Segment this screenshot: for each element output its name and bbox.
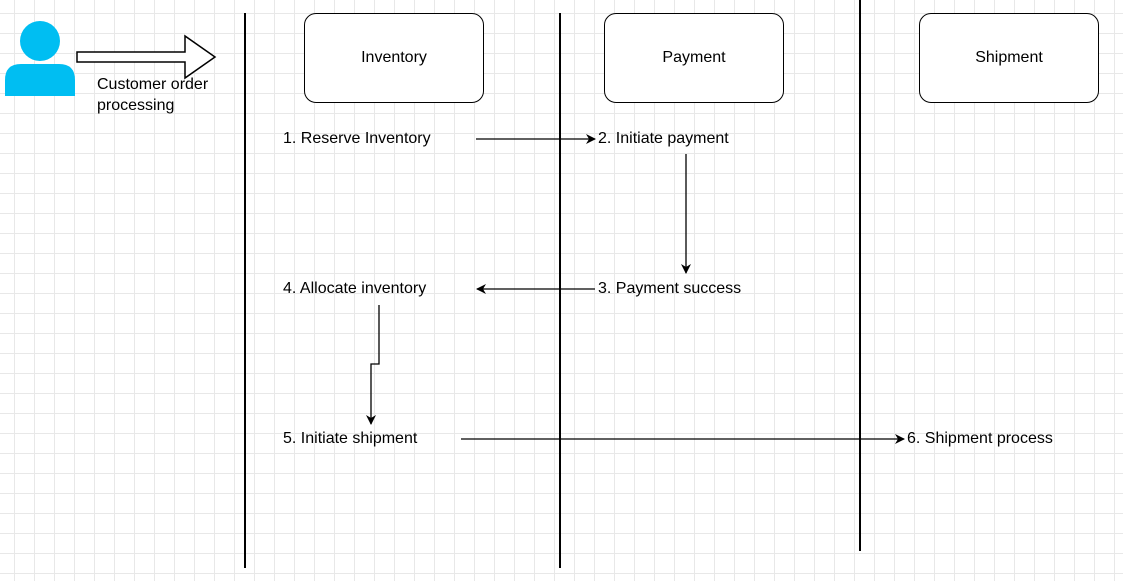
step-payment-success[interactable]: 3. Payment success <box>598 280 742 297</box>
lane-shipment[interactable]: Shipment <box>919 13 1099 103</box>
step-allocate-inventory[interactable]: 4. Allocate inventory <box>283 280 427 297</box>
lane-inventory-label: Inventory <box>361 49 427 66</box>
lane-payment[interactable]: Payment <box>604 13 784 103</box>
user-icon <box>5 21 75 96</box>
step-shipment-process[interactable]: 6. Shipment process <box>907 430 1053 447</box>
actor-label: Customer order processing <box>97 76 209 114</box>
lane-inventory[interactable]: Inventory <box>304 13 484 103</box>
lane-payment-label: Payment <box>662 49 726 66</box>
lane-shipment-label: Shipment <box>975 49 1043 66</box>
flow-start-arrow-icon <box>76 34 217 80</box>
step-reserve-inventory[interactable]: 1. Reserve Inventory <box>283 130 431 147</box>
step-initiate-payment[interactable]: 2. Initiate payment <box>598 130 729 147</box>
step-initiate-shipment[interactable]: 5. Initiate shipment <box>283 430 418 447</box>
edge-s4-s5 <box>366 305 380 425</box>
